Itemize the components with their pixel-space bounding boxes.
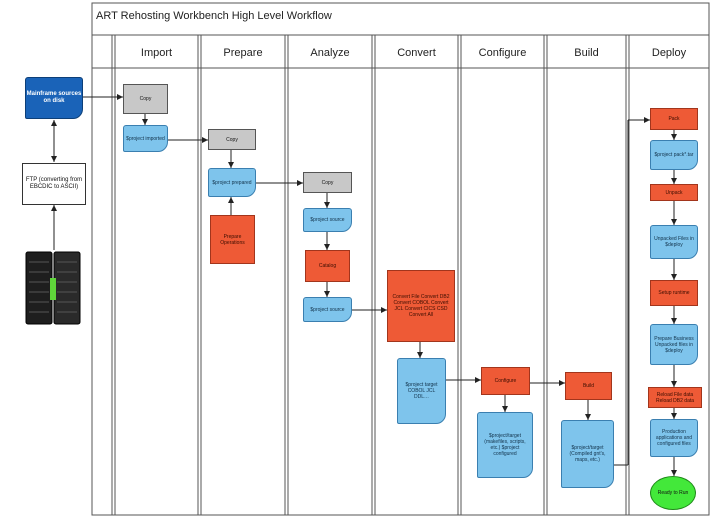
import-imported-node: $project imported — [123, 125, 168, 152]
configure-output-node: $project/target (makefiles, scripts, etc… — [477, 412, 533, 478]
lane-prepare: Prepare — [223, 47, 263, 59]
analyze-catalog-node: Catalog — [305, 250, 350, 282]
deploy-setup-node: Setup runtime — [650, 280, 698, 306]
import-copy-node: Copy — [123, 84, 168, 114]
analyze-source-node: $project source — [303, 208, 352, 232]
lane-build: Build — [574, 47, 599, 59]
deploy-unpacked-node: Unpacked Files in $deploy — [650, 225, 698, 259]
deploy-ready-node: Ready to Run — [650, 476, 696, 510]
build-node: Build — [565, 372, 612, 400]
prepare-prepared-node: $project prepared — [208, 168, 256, 197]
prepare-copy-node: Copy — [208, 129, 256, 150]
diagram-title: ART Rehosting Workbench High Level Workf… — [96, 10, 332, 22]
deploy-business-node: Prepare Business Unpacked files in $depl… — [650, 324, 698, 365]
mainframe-server-icon — [25, 251, 81, 325]
convert-target-node: $project target COBOL JCL DDL… — [397, 358, 446, 424]
build-output-node: $project/target (Compiled gnt's, maps, e… — [561, 420, 614, 488]
deploy-apps-node: Production applications and configured f… — [650, 419, 698, 457]
deploy-pack-node: Pack — [650, 108, 698, 130]
lane-analyze: Analyze — [310, 47, 350, 59]
ftp-node: FTP (converting from EBCDIC to ASCII) — [22, 163, 86, 205]
prepare-operations-node: Prepare Operations — [210, 215, 255, 264]
lane-convert: Convert — [397, 47, 436, 59]
lane-deploy: Deploy — [651, 47, 687, 59]
convert-operations-node: Convert File Convert DB2 Convert COBOL C… — [387, 270, 455, 342]
configure-node: Configure — [481, 367, 530, 395]
deploy-pack-tar-node: $project pack*.tar — [650, 140, 698, 170]
deploy-unpack-node: Unpack — [650, 184, 698, 201]
lane-import: Import — [140, 47, 173, 59]
mainframe-sources-node: Mainframe sources on disk — [25, 77, 83, 119]
analyze-copy-node: Copy — [303, 172, 352, 193]
deploy-reload-node: Reload File data Reload DB2 data — [648, 387, 702, 408]
lane-configure: Configure — [478, 47, 527, 59]
analyze-source-2-node: $project source — [303, 297, 352, 322]
